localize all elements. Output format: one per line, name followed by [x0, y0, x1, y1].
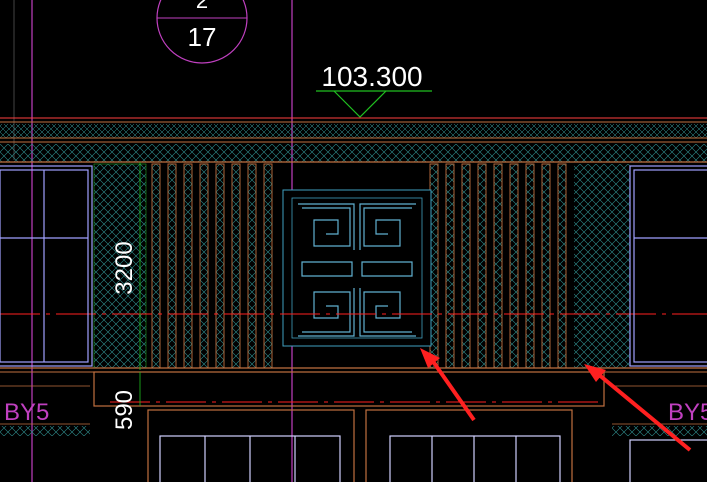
facade-slat [525, 163, 535, 369]
tag-left: BY5 [4, 399, 49, 426]
facade-hatch-right [574, 164, 630, 368]
facade-slat [541, 163, 551, 369]
pointer-arrow-2 [584, 364, 692, 452]
dimension-3200: 3200 [111, 162, 141, 370]
pointer-arrow-1 [420, 348, 476, 422]
dimension-590: 590 [111, 372, 141, 430]
facade-slat [215, 163, 225, 369]
lower-windows [159, 435, 707, 482]
elevation-text: 103.300 [321, 61, 422, 92]
facade-slat [557, 163, 567, 369]
facade-hatch-left [93, 163, 147, 369]
facade-slat [199, 163, 209, 369]
facade-slats [151, 163, 567, 369]
window-right [629, 165, 707, 367]
facade-slat [151, 163, 161, 369]
dimension-3200-text: 3200 [111, 241, 138, 294]
lower-structure [147, 409, 573, 482]
facade-slat [247, 163, 257, 369]
facade-slat [477, 163, 487, 369]
elevation-marker: 103.300 [316, 61, 432, 118]
roof-band [0, 117, 707, 163]
axis-bubble-top-text: 2 [196, 0, 208, 13]
axis-bubble-bottom-text: 17 [188, 22, 217, 52]
facade-slat [183, 163, 193, 369]
facade-slat [493, 163, 503, 369]
ornament-panel [282, 189, 432, 347]
facade-slat [445, 163, 455, 369]
facade-slat [461, 163, 471, 369]
facade-slat [231, 163, 241, 369]
axis-bubble: 2 17 [156, 0, 248, 64]
facade-slat [167, 163, 177, 369]
dimension-590-text: 590 [111, 390, 138, 430]
tag-right: BY5 [668, 399, 707, 426]
window-left [0, 165, 93, 367]
base-band [0, 367, 707, 436]
facade-slat [263, 163, 273, 369]
facade-slat [509, 163, 519, 369]
